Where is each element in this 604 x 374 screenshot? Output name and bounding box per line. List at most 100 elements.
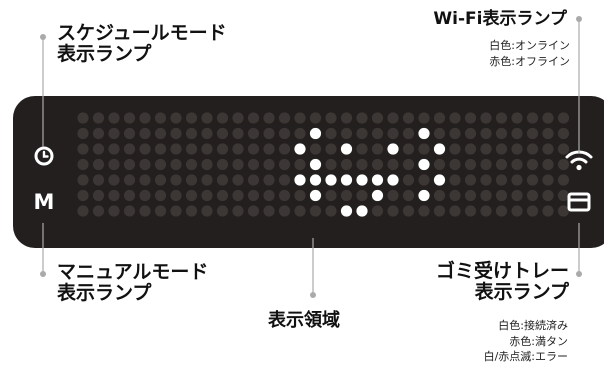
leader-dot [40, 271, 46, 277]
led-dot [433, 189, 446, 202]
led-dot [294, 112, 306, 124]
led-dot [263, 174, 275, 186]
led-dot [92, 174, 105, 186]
led-dot [232, 189, 244, 202]
led-dot [371, 127, 384, 140]
wifi-lamp-label: Wi-Fi表示ランプ [433, 9, 567, 29]
led-dot [216, 127, 229, 140]
led-dot [77, 189, 89, 202]
led-dot [170, 143, 182, 155]
trash-tray-states: 白色:接続済み 赤色:満タン 白/赤点滅:エラー [483, 319, 568, 364]
led-dot [495, 158, 508, 171]
led-dot [216, 174, 229, 186]
led-dot [232, 127, 244, 140]
display-area-label: 表示領域 [268, 310, 340, 331]
led-dot [402, 158, 415, 171]
led-dot [170, 158, 182, 171]
led-dot [449, 205, 461, 217]
led-dot [495, 174, 508, 186]
led-dot [232, 143, 244, 155]
led-dot-lit [418, 158, 430, 171]
led-dot [495, 112, 508, 124]
led-dot [511, 158, 523, 171]
led-dot [247, 143, 260, 155]
led-dot [139, 143, 151, 155]
led-dot-lit [371, 174, 384, 186]
led-dot [216, 112, 229, 124]
led-dot [278, 143, 291, 155]
led-dot [108, 174, 120, 186]
led-dot [464, 127, 477, 140]
led-dot [139, 127, 151, 140]
led-dot-lit [340, 205, 353, 217]
led-dot [294, 158, 306, 171]
led-dot [170, 205, 182, 217]
led-dot [247, 189, 260, 202]
led-dot [449, 143, 461, 155]
led-dot-lit [309, 189, 322, 202]
led-dot [480, 158, 492, 171]
led-dot [449, 174, 461, 186]
led-dot-lit [309, 174, 322, 186]
wifi-lamp-states: 白色:オンライン 赤色:オフライン [489, 39, 570, 68]
led-dot [154, 189, 167, 202]
led-dot [449, 189, 461, 202]
led-dot-lit [387, 143, 399, 155]
led-dot-lit [340, 174, 353, 186]
led-dot [387, 127, 399, 140]
led-dot [216, 158, 229, 171]
led-dot [371, 112, 384, 124]
led-dot [557, 127, 570, 140]
led-dot [278, 189, 291, 202]
led-dot [216, 143, 229, 155]
led-dot [108, 127, 120, 140]
led-dot [232, 112, 244, 124]
schedule-mode-label: スケジュールモード 表示ランプ [57, 22, 227, 66]
led-dot [77, 143, 89, 155]
led-dot [247, 205, 260, 217]
led-dot [123, 189, 136, 202]
led-dot [139, 189, 151, 202]
led-dot [263, 158, 275, 171]
led-dot [402, 127, 415, 140]
led-dot [92, 127, 105, 140]
tray-icon [567, 192, 591, 212]
led-dot [464, 189, 477, 202]
led-dot [480, 205, 492, 217]
led-dot-lit [418, 189, 430, 202]
led-dot [557, 174, 570, 186]
led-dot [294, 127, 306, 140]
led-dot [216, 205, 229, 217]
led-dot [340, 158, 353, 171]
led-dot [340, 189, 353, 202]
led-dot [123, 174, 136, 186]
led-dot-lit [325, 174, 337, 186]
led-dot [201, 143, 213, 155]
led-dot [92, 112, 105, 124]
leader-dot [576, 271, 582, 277]
manual-mode-label: マニュアルモード 表示ランプ [57, 261, 209, 305]
led-dot [185, 174, 198, 186]
led-dot [557, 158, 570, 171]
led-dot [247, 158, 260, 171]
led-dot [185, 189, 198, 202]
led-dot [201, 158, 213, 171]
led-dot [139, 174, 151, 186]
led-dot [325, 158, 337, 171]
led-dot [201, 189, 213, 202]
leader-dot [576, 16, 582, 22]
led-dot [402, 143, 415, 155]
led-dot [123, 205, 136, 217]
led-dot [356, 112, 368, 124]
led-dot [557, 143, 570, 155]
led-dot [247, 174, 260, 186]
led-dot [542, 112, 554, 124]
led-matrix [77, 112, 570, 217]
led-dot [263, 189, 275, 202]
led-dot [526, 143, 539, 155]
led-dot [526, 205, 539, 217]
led-dot [77, 127, 89, 140]
led-dot [170, 174, 182, 186]
led-dot [402, 174, 415, 186]
